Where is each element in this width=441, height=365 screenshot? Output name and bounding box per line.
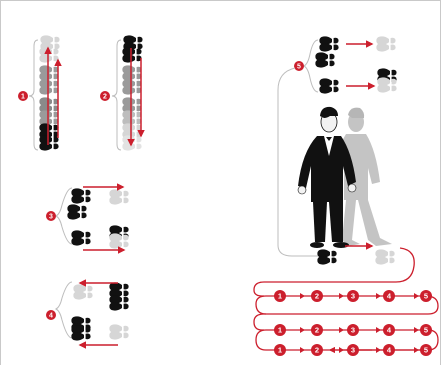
- svg-text:2: 2: [315, 326, 319, 335]
- diagram-3-side-step: 3: [46, 187, 129, 250]
- diagram-4-side-step-reverse: 4: [46, 282, 129, 345]
- sequence-step-3: 3: [347, 290, 359, 302]
- diagram-5-forward-steps: 5: [294, 36, 397, 93]
- svg-text:1: 1: [278, 346, 282, 355]
- sequence-row-1: 1 2 3 4 5: [266, 290, 432, 302]
- sequence-step-5: 5: [420, 324, 432, 336]
- sequence-step-4: 4: [383, 290, 395, 302]
- footprint-pair-icon: [317, 249, 394, 264]
- svg-text:4: 4: [49, 313, 53, 320]
- step-marker-4: 4: [46, 310, 56, 320]
- svg-text:3: 3: [49, 214, 53, 221]
- sequence-step-2: 2: [311, 324, 323, 336]
- sequence-step-5: 5: [420, 344, 432, 356]
- svg-text:5: 5: [424, 292, 428, 301]
- bracket-icon: [56, 282, 72, 338]
- step-marker-3: 3: [46, 211, 56, 221]
- sequence-step-4: 4: [383, 344, 395, 356]
- diagram-2-backward-walk: 2: [100, 35, 143, 150]
- serpentine-return-left: [256, 296, 266, 350]
- bracket-icon: [112, 40, 121, 150]
- footprint-pair-icon: [122, 35, 142, 150]
- sequence-step-3: 3: [347, 324, 359, 336]
- svg-text:3: 3: [351, 292, 355, 301]
- step-marker-5: 5: [294, 61, 304, 71]
- sequence-step-3: 3: [347, 344, 359, 356]
- sequence-step-1: 1: [274, 344, 286, 356]
- svg-text:1: 1: [278, 326, 282, 335]
- svg-text:2: 2: [103, 94, 107, 101]
- sequence-step-1: 1: [274, 290, 286, 302]
- svg-text:2: 2: [315, 292, 319, 301]
- sequence-step-1: 1: [274, 324, 286, 336]
- footprint-pair-icon: [71, 282, 128, 340]
- footprint-pair-icon: [39, 35, 59, 150]
- svg-text:5: 5: [424, 326, 428, 335]
- svg-text:1: 1: [21, 94, 25, 101]
- sequence-step-2: 2: [311, 344, 323, 356]
- step-marker-1: 1: [18, 91, 28, 101]
- sequence-step-4: 4: [383, 324, 395, 336]
- svg-text:1: 1: [278, 292, 282, 301]
- svg-text:2: 2: [315, 346, 319, 355]
- bracket-icon: [29, 40, 38, 150]
- footprint-pair-icon: [315, 36, 396, 93]
- footprint-pair-icon: [67, 188, 128, 248]
- sequence-step-5: 5: [420, 290, 432, 302]
- sequence-step-2: 2: [311, 290, 323, 302]
- svg-text:5: 5: [424, 346, 428, 355]
- bracket-icon: [304, 40, 318, 92]
- svg-text:3: 3: [351, 326, 355, 335]
- svg-text:3: 3: [351, 346, 355, 355]
- step-marker-2: 2: [100, 91, 110, 101]
- sequence-row-2: 1 2 3 4 5: [266, 324, 432, 336]
- diagram-1-forward-walk: 1: [18, 35, 60, 150]
- svg-text:5: 5: [297, 64, 301, 71]
